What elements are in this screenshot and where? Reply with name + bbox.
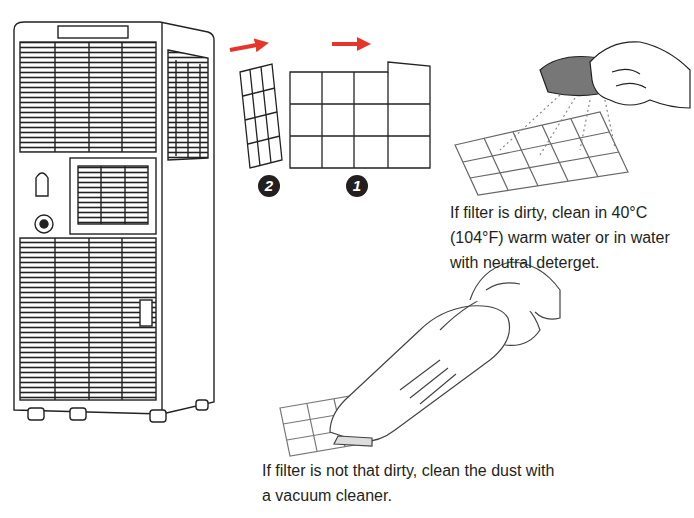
instruction-note: If filter is not that dirty, clean the d… bbox=[262, 458, 567, 508]
wiping-illustration bbox=[455, 42, 690, 195]
instruction-note: If filter is dirty, clean in 40°C (104°F… bbox=[450, 200, 688, 275]
callout-number: 1 bbox=[346, 175, 368, 197]
vacuum-illustration bbox=[280, 262, 560, 456]
removed-filters bbox=[230, 44, 430, 197]
air-conditioner bbox=[14, 22, 214, 422]
callout-number: 2 bbox=[258, 175, 280, 197]
